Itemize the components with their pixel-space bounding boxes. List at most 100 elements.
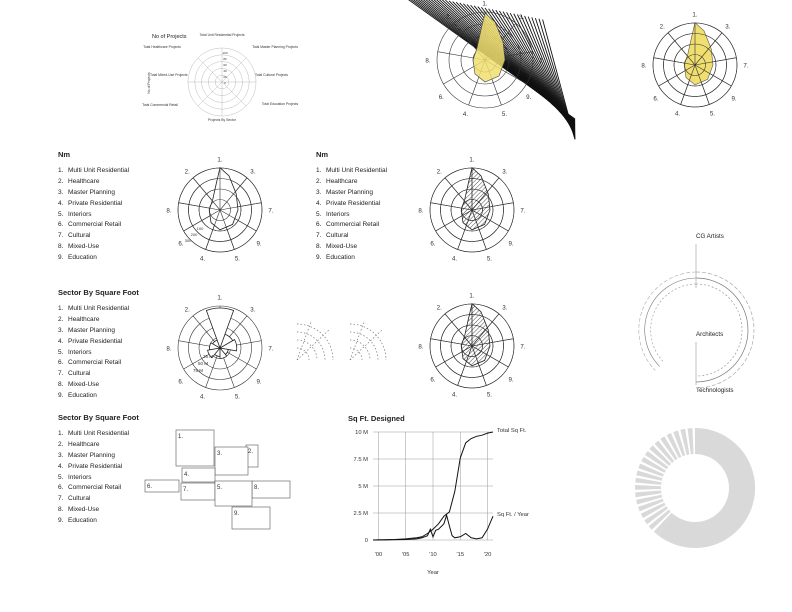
yellow-petal-chart: 1.2.3.7.8.9.6.4.5.: [641, 12, 748, 118]
arc-segment: [695, 283, 743, 377]
legend-item-label: Education: [68, 392, 97, 400]
dotted-arc: [349, 339, 371, 361]
legend-item-label: Mixed-Use: [68, 381, 100, 389]
sector-label: 3.: [250, 168, 255, 175]
legend-item: 9.Education: [316, 253, 387, 264]
legend-item-label: Interiors: [68, 210, 92, 218]
legend-item-label: Commercial Retail: [326, 221, 380, 229]
sector-label: 4.: [463, 111, 468, 118]
sector-label: 9.: [508, 240, 513, 247]
legend-item-number: 3.: [58, 188, 64, 196]
legend-item-label: Multi Unit Residential: [326, 166, 388, 174]
dotted-spoke: [296, 329, 330, 361]
legend-item-number: 4.: [58, 462, 64, 470]
grid-spoke: [435, 209, 473, 232]
radar-axis-label: Total Unit Residential Projects: [199, 33, 244, 37]
legend-item: 1.Multi Unit Residential: [58, 304, 139, 315]
dotted-arc: [296, 323, 334, 361]
radar-axis-label: Total Cultural Projects: [255, 73, 288, 77]
grid-spoke: [471, 202, 514, 211]
donut-slice: [636, 494, 663, 505]
legend-item: 1.Multi Unit Residential: [58, 166, 129, 177]
arc-segment: [638, 271, 697, 371]
sector-label: 5.: [235, 393, 240, 400]
radar-spoke: [221, 81, 247, 107]
legend-item-label: Mixed-Use: [68, 243, 100, 251]
legend-item-label: Mixed-Use: [326, 243, 358, 251]
sector-box-label: 6.: [147, 484, 152, 490]
radar-axis-label: Total Master Planning Projects: [252, 45, 298, 49]
grid-spoke: [444, 313, 473, 347]
sector-box: [231, 506, 271, 530]
sector-label: 8.: [418, 208, 423, 215]
legend-item: 4.Private Residential: [58, 199, 129, 210]
sector-label: 7.: [743, 63, 748, 70]
radar-spoke: [221, 57, 247, 83]
legend-item: 1.Multi Unit Residential: [316, 166, 387, 177]
donut-chart: [634, 427, 756, 548]
legend-item: 6.Commercial Retail: [58, 358, 139, 369]
legend-item-label: Multi Unit Residential: [68, 429, 130, 437]
grid-spoke: [430, 202, 473, 211]
line-chart-title: Sq Ft. Designed: [348, 414, 405, 423]
legend-item-number: 6.: [58, 484, 64, 492]
radar-spoke: [197, 57, 223, 83]
y-tick-label: 7.5 M: [354, 457, 369, 463]
sector-label: 3.: [519, 14, 524, 21]
donut-slice: [636, 470, 663, 481]
sector-label: 8.: [418, 344, 423, 351]
sector-label: 3.: [502, 304, 507, 311]
legend-item-number: 6.: [58, 359, 64, 367]
legend-item-number: 5.: [58, 473, 64, 481]
donut-slice: [634, 485, 661, 490]
donut-slice: [638, 463, 664, 477]
ring-value-label: 50 M: [198, 361, 208, 366]
legend-b-title: Nm: [316, 150, 329, 159]
radar-axis-label: Total Education Projects: [262, 102, 299, 106]
legend-item-number: 4.: [58, 337, 64, 345]
sector-label: 8.: [166, 208, 171, 215]
donut-slice: [635, 477, 662, 485]
arc-segment: [695, 277, 749, 383]
grid-spoke: [471, 313, 500, 347]
donut-slice: [645, 451, 669, 470]
hatched-petal-chart: 1.2.3.7.8.9.6.4.5.: [408, 0, 576, 140]
legend-item-number: 2.: [58, 177, 64, 185]
sector-label: 2.: [437, 304, 442, 311]
legend-item-label: Private Residential: [68, 199, 123, 207]
dotted-arc-sketches: [296, 321, 387, 361]
sector-label: 9.: [256, 378, 261, 385]
legend-item-label: Healthcare: [68, 177, 100, 185]
grid-spoke: [471, 338, 514, 347]
dotted-arc: [349, 347, 363, 361]
x-tick-label: '00: [375, 552, 383, 558]
legend-item-label: Cultural: [68, 232, 91, 240]
arc-segment: [695, 271, 755, 389]
grid-spoke: [471, 209, 487, 250]
grid-spoke: [219, 209, 257, 232]
small-radar-panel: No of Projects Total Unit Residential Pr…: [140, 28, 298, 128]
dotted-arc: [296, 347, 310, 361]
series-line: [372, 513, 494, 541]
petal-chart-b: 1.2.3.7.8.9.6.4.5.: [418, 157, 525, 263]
grid-spoke: [192, 177, 221, 211]
radar-side-label: No of Projects: [147, 72, 151, 94]
ring-value-label: 75 M: [193, 368, 203, 373]
sector-box-label: 3.: [217, 451, 222, 457]
legend-item-number: 9.: [58, 517, 64, 525]
series-label: Total Sq Ft.: [497, 428, 527, 434]
sector-label: 9.: [256, 240, 261, 247]
legend-item: 5.Interiors: [58, 348, 139, 359]
legend-item-label: Commercial Retail: [68, 484, 122, 492]
line-chart: 02.5 M5 M7.5 M10 M'00'05'10'15'20YearTot…: [354, 428, 529, 576]
grid-spoke: [694, 64, 710, 105]
legend-item: 3.Master Planning: [58, 451, 139, 462]
donut-slice: [680, 428, 690, 455]
arc-label-cg-artists: CG Artists: [696, 233, 724, 240]
grid-spoke: [471, 209, 509, 232]
donut-slice: [649, 445, 671, 466]
legend-item: 5.Interiors: [316, 210, 387, 221]
dotted-spoke: [349, 329, 383, 361]
